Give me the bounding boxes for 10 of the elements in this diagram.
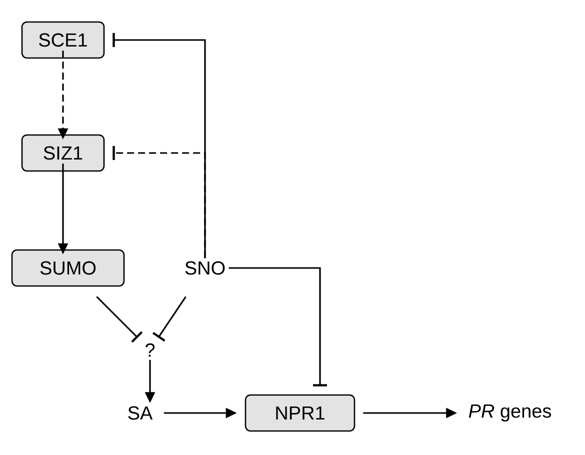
protein-box: NPR1: [244, 394, 356, 432]
protein-box: SUMO: [11, 249, 125, 287]
label-text: SA: [128, 406, 153, 420]
label-text: PR genes: [468, 404, 552, 422]
inhibition-line: [228, 267, 327, 386]
inhibition-line: [112, 146, 206, 258]
label-text: ?: [146, 343, 155, 357]
protein-box: SIZ1: [21, 134, 105, 172]
protein-box: SCE1: [21, 21, 105, 59]
label-text: SNO: [185, 261, 225, 275]
